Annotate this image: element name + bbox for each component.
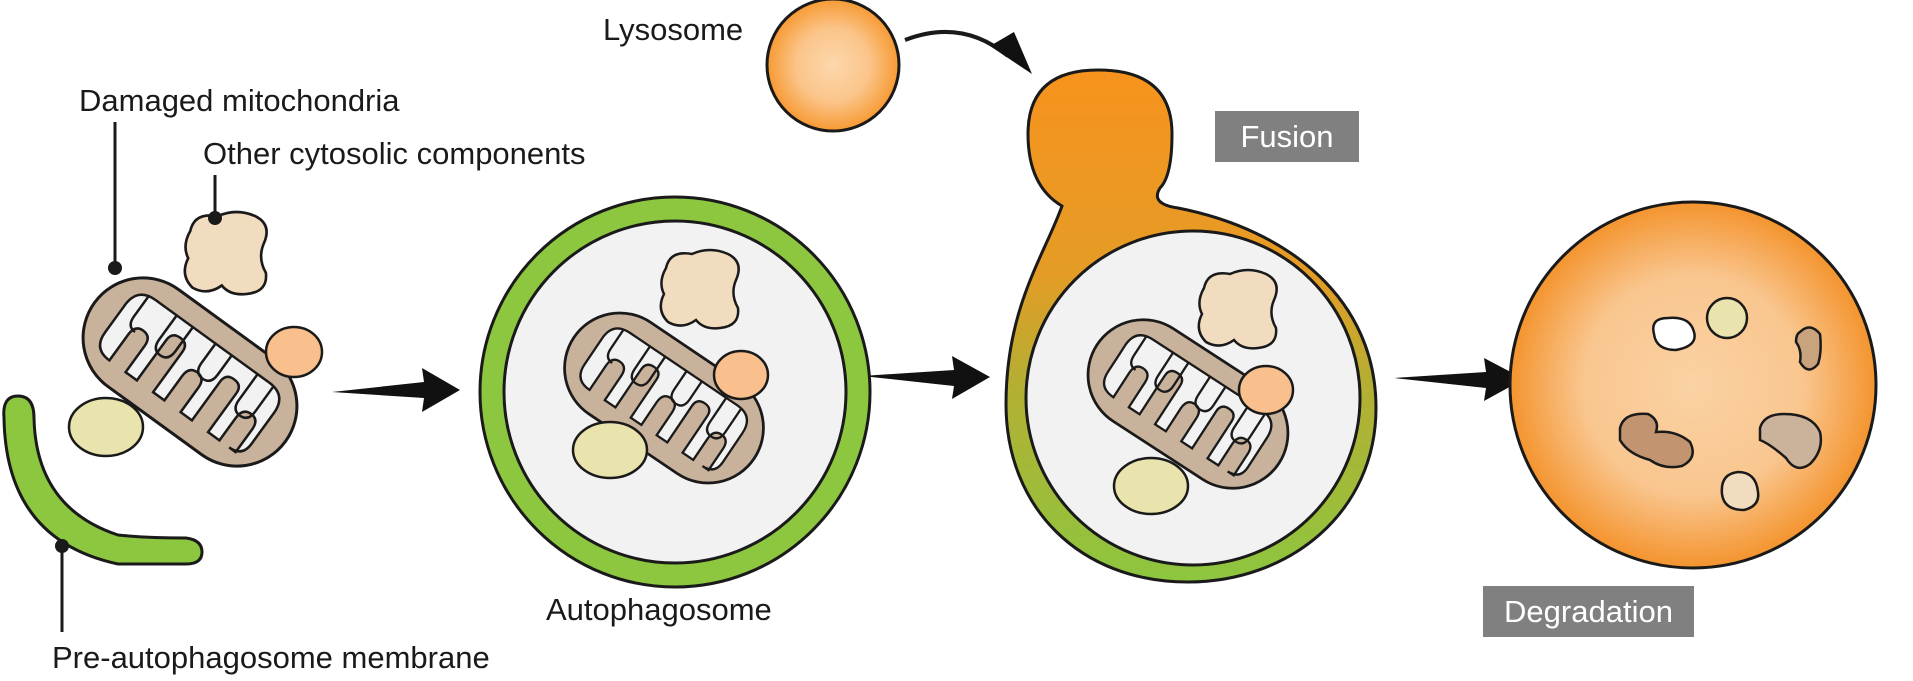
leader-dot-cytosolic [208, 211, 222, 225]
cytosolic-component-beige [183, 210, 268, 296]
label-damaged-mitochondria: Damaged mitochondria [79, 83, 400, 118]
degradation-lysosome [1508, 200, 1878, 570]
label-lysosome: Lysosome [603, 12, 744, 47]
stage-degradation: Degradation [1483, 586, 1694, 637]
cytosolic-component-peach [264, 325, 324, 379]
leader-dot-mitochondria [108, 261, 122, 275]
leader-dot-membrane [55, 539, 69, 553]
autophagosome [478, 195, 872, 589]
arrow-to-fusion [862, 356, 990, 399]
stage-fusion: Fusion [1215, 111, 1359, 162]
arrow-to-autophagosome [332, 368, 460, 412]
label-autophagosome: Autophagosome [546, 592, 772, 627]
lysosome-arrow-head [990, 32, 1032, 74]
lysosome [765, 0, 901, 133]
arrow-to-degradation [1394, 358, 1524, 401]
autolysosome-fusing [1004, 68, 1378, 584]
label-other-cytosolic-components: Other cytosolic components [203, 136, 586, 171]
lysosome-arrow-curve [904, 29, 1010, 58]
label-pre-autophagosome-membrane: Pre-autophagosome membrane [52, 640, 490, 675]
cytosolic-component-yellow [67, 396, 145, 458]
pre-autophagosome-membrane [2, 394, 204, 566]
